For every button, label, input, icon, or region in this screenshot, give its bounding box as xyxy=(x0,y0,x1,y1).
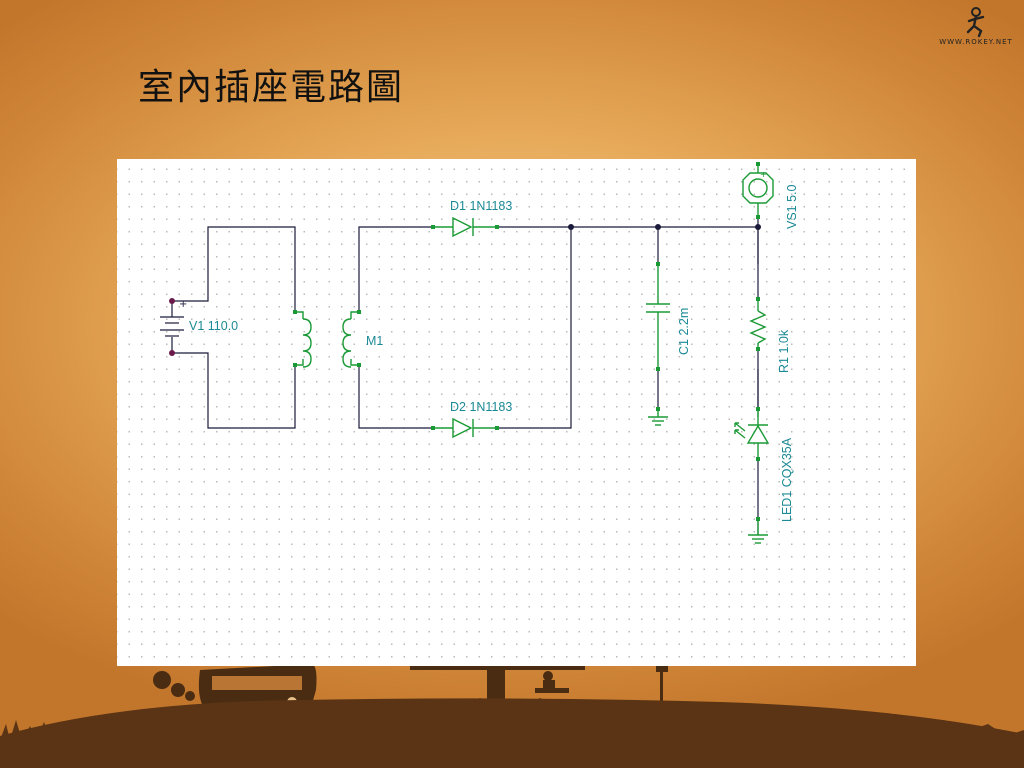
junction-node xyxy=(655,224,661,230)
led-led1[interactable] xyxy=(734,407,770,461)
svg-text:+: + xyxy=(760,170,767,179)
ground-symbol xyxy=(748,517,768,544)
diode-d2[interactable] xyxy=(431,417,499,439)
resistor-r1[interactable] xyxy=(749,297,767,351)
c1-label: C1 2.2m xyxy=(677,308,691,355)
wire-network xyxy=(172,217,759,535)
v1-label: V1 110.0 xyxy=(189,319,238,333)
transformer-m1[interactable] xyxy=(293,310,361,368)
landscape-silhouette xyxy=(0,643,1024,768)
junction-node xyxy=(755,224,761,230)
d1-label: D1 1N1183 xyxy=(450,199,512,213)
tree-trunk xyxy=(487,668,505,708)
m1-label: M1 xyxy=(366,334,383,348)
running-man-logo-icon xyxy=(966,7,985,38)
schematic-canvas: + V1 110.0 M1 xyxy=(117,159,916,666)
led1-label: LED1 CQX35A xyxy=(780,437,794,522)
capacitor-c1[interactable] xyxy=(646,262,670,371)
battery-v1[interactable]: + xyxy=(160,298,187,356)
r1-label: R1 1.0k xyxy=(777,329,791,373)
junction-node xyxy=(568,224,574,230)
diode-d1[interactable] xyxy=(431,216,499,238)
svg-text:+: + xyxy=(179,299,187,310)
voltage-source-vs1[interactable]: + xyxy=(742,162,774,219)
logo-text: WWW.ROKEY.NET xyxy=(939,38,1013,46)
bus-window xyxy=(212,676,302,690)
vs1-label: VS1 5.0 xyxy=(785,184,799,229)
d2-label: D2 1N1183 xyxy=(450,400,512,414)
page-title: 室內插座電路圖 xyxy=(138,67,405,108)
circuit-schematic: + V1 110.0 M1 xyxy=(160,162,799,544)
ground-symbol xyxy=(648,407,668,426)
